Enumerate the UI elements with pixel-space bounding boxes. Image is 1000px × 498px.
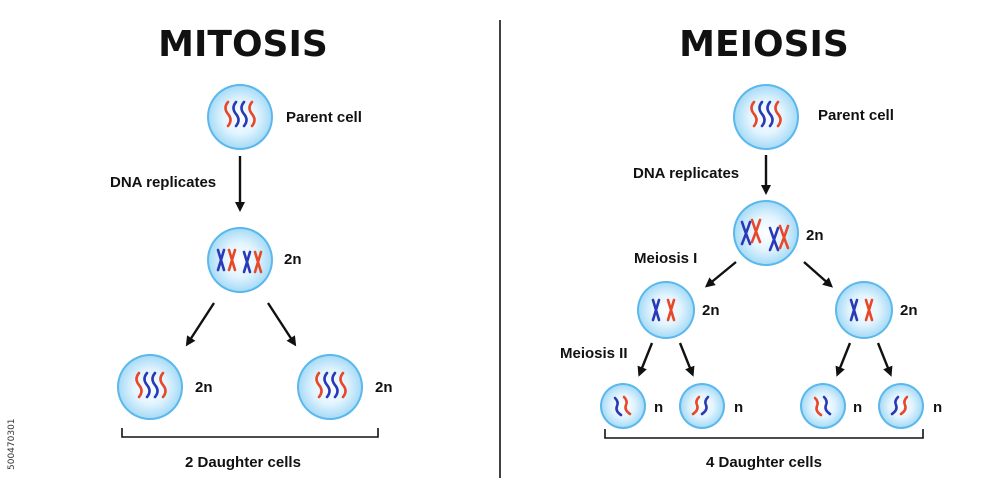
gamete-cell-2 xyxy=(679,383,725,429)
meiosis-two-arrow-3 xyxy=(835,342,852,377)
meiosis-replicated-ploidy: 2n xyxy=(806,227,824,244)
meiosis-two-arrow-1 xyxy=(637,342,654,377)
gamete-1-ploidy: n xyxy=(654,399,663,416)
meiosis-one-right-ploidy: 2n xyxy=(900,302,918,319)
parent-chromosomes xyxy=(224,100,256,128)
mitosis-title: MITOSIS xyxy=(158,24,328,65)
meiosis-parent-cell xyxy=(733,84,799,150)
gamete-3-ploidy: n xyxy=(853,399,862,416)
mitosis-replicated-cell xyxy=(207,227,273,293)
meiosis-one-label: Meiosis I xyxy=(634,250,697,267)
mitosis-replicate-label: DNA replicates xyxy=(110,174,216,191)
mitosis-daughter-left-ploidy: 2n xyxy=(195,379,213,396)
mitosis-daughter-right-ploidy: 2n xyxy=(375,379,393,396)
meiosis-bracket xyxy=(604,429,924,439)
stock-id-text: 500470301 xyxy=(7,418,17,470)
mitosis-parent-cell xyxy=(207,84,273,150)
meiosis-one-cell-right xyxy=(835,281,893,339)
meiosis-one-right-arrow xyxy=(803,261,833,288)
mitosis-parent-label: Parent cell xyxy=(286,109,362,126)
meiosis-two-arrow-2 xyxy=(678,342,695,377)
mitosis-summary: 2 Daughter cells xyxy=(185,454,301,471)
gamete-cell-3 xyxy=(800,383,846,429)
gamete-4-ploidy: n xyxy=(933,399,942,416)
meiosis-replicate-label: DNA replicates xyxy=(633,165,739,182)
mitosis-split-left-arrow xyxy=(185,302,216,347)
mitosis-replicated-ploidy: 2n xyxy=(284,251,302,268)
meiosis-one-left-ploidy: 2n xyxy=(702,302,720,319)
replicated-chromosomes xyxy=(216,248,263,274)
gamete-cell-4 xyxy=(878,383,924,429)
meiosis-one-left-arrow xyxy=(704,261,737,288)
gamete-2-ploidy: n xyxy=(734,399,743,416)
meiosis-parent-label: Parent cell xyxy=(818,107,894,124)
meiosis-one-cell-left xyxy=(637,281,695,339)
meiosis-title: MEIOSIS xyxy=(679,24,849,65)
mitosis-bracket xyxy=(121,428,379,438)
meiosis-two-arrow-4 xyxy=(876,342,893,377)
mitosis-daughter-cell-right xyxy=(297,354,363,420)
meiosis-two-label: Meiosis II xyxy=(560,345,628,362)
mitosis-split-right-arrow xyxy=(266,302,297,347)
meiosis-summary: 4 Daughter cells xyxy=(706,454,822,471)
meiosis-replicated-cell xyxy=(733,200,799,266)
gamete-cell-1 xyxy=(600,383,646,429)
mitosis-daughter-cell-left xyxy=(117,354,183,420)
